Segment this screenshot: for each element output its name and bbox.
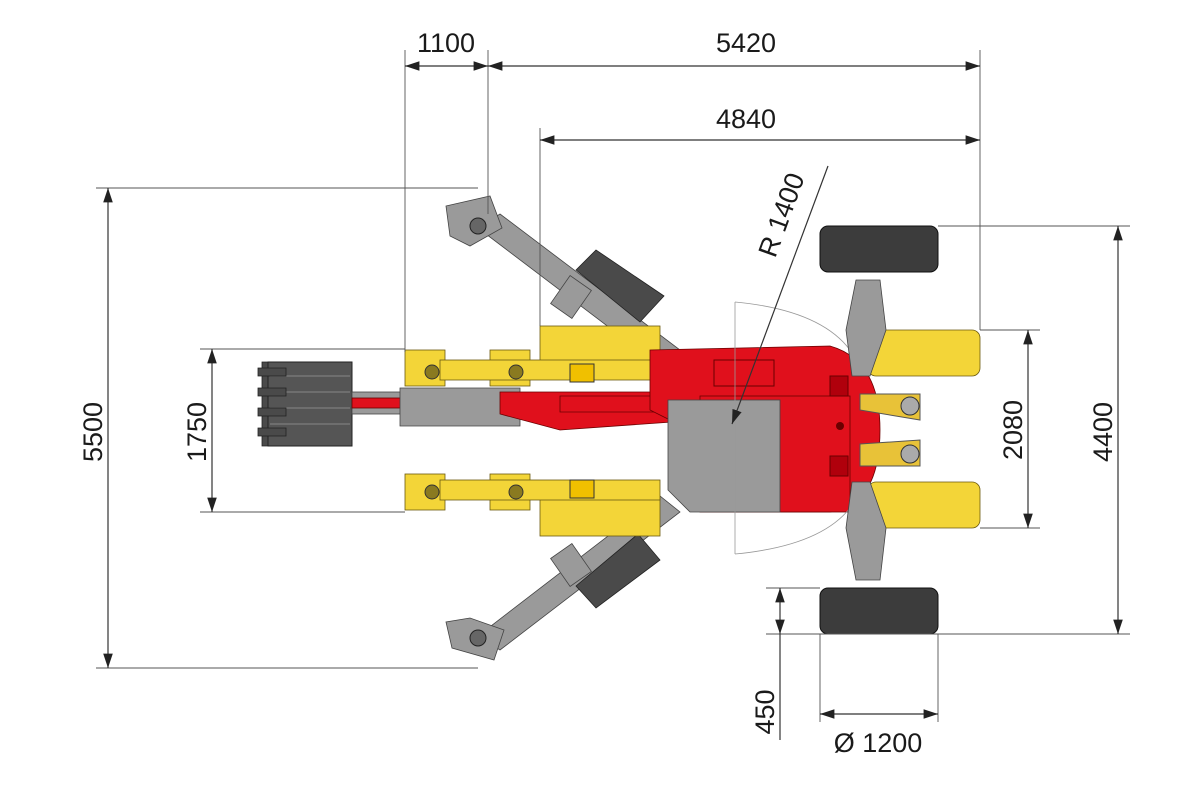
label-diameter: Ø 1200: [834, 728, 923, 758]
main-body: [649, 345, 881, 513]
rear-wheel-lower: [819, 587, 939, 635]
label-5500: 5500: [78, 402, 108, 462]
label-1100: 1100: [417, 28, 475, 58]
rear-wheel-upper: [819, 225, 939, 273]
label-1750: 1750: [182, 402, 212, 462]
label-radius: R 1400: [753, 169, 811, 261]
machine-top-view: [257, 195, 981, 661]
label-450: 450: [750, 689, 780, 734]
yellow-pads-left: [404, 325, 661, 537]
swing-radius-arc: [734, 301, 851, 351]
extension-lines: [96, 50, 1130, 722]
label-4840: 4840: [716, 104, 776, 134]
label-5420: 5420: [716, 28, 776, 58]
counterweight-lower: [575, 533, 661, 609]
dim-line-radius: [731, 165, 829, 425]
label-2080: 2080: [998, 400, 1028, 460]
label-4400: 4400: [1088, 402, 1118, 462]
dimension-lines: [103, 61, 1123, 740]
rear-wheel-assembly: [819, 225, 981, 635]
counterweight-upper: [575, 249, 665, 323]
